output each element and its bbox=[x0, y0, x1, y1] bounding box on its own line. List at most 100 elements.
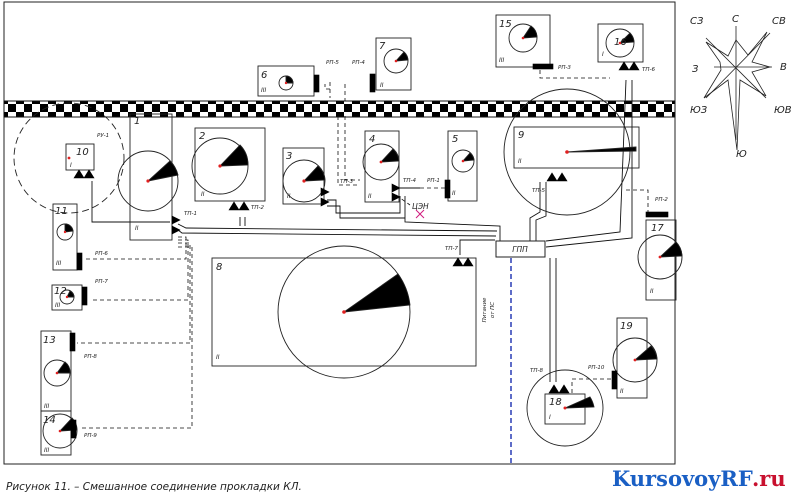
workshop-5-load-circle bbox=[451, 149, 475, 173]
workshop-9 bbox=[513, 126, 640, 169]
workshop-7-load-circle bbox=[383, 48, 409, 74]
workshop-8-center-dot bbox=[342, 310, 346, 314]
workshop-2-category: II bbox=[201, 191, 205, 198]
compass-w: З bbox=[692, 64, 699, 75]
workshop-6-center-dot bbox=[284, 81, 288, 85]
workshop-13-sector bbox=[56, 361, 71, 374]
rp10-symbol bbox=[611, 370, 618, 390]
rp3-symbol bbox=[532, 63, 554, 70]
workshop-18-sector bbox=[564, 396, 595, 409]
compass-e: В bbox=[780, 62, 787, 73]
rp8-label: РП-8 bbox=[84, 354, 97, 360]
workshop-17-sector bbox=[658, 241, 683, 258]
workshop-7 bbox=[375, 37, 412, 91]
workshop-12-number: 12 bbox=[54, 286, 67, 297]
workshop-13-category: III bbox=[44, 403, 50, 410]
rp8-symbol bbox=[69, 332, 76, 352]
compass-s: Ю bbox=[736, 149, 747, 160]
workshop-10-category: I bbox=[70, 162, 72, 169]
workshop-4-sector bbox=[379, 148, 400, 163]
workshop-16-category: I bbox=[602, 51, 604, 58]
workshop-8-sector bbox=[342, 273, 411, 313]
workshop-5-category: II bbox=[452, 190, 456, 197]
rp4-label: РП-4 bbox=[352, 60, 365, 66]
workshop-categories: II II II II II III II II II I III III II… bbox=[44, 51, 654, 454]
rp9-symbol bbox=[70, 419, 77, 439]
site-boundary bbox=[3, 1, 676, 465]
main-substation-label: ГПП bbox=[512, 245, 528, 254]
rp4-symbol bbox=[369, 73, 376, 93]
rp5-label: РП-5 bbox=[326, 60, 339, 66]
workshop-8-load-circle bbox=[277, 245, 411, 379]
workshop-1-center-dot bbox=[146, 179, 150, 183]
workshop-9-center-dot bbox=[565, 150, 569, 154]
tp8-label: ТП-8 bbox=[530, 368, 543, 374]
workshop-1 bbox=[129, 113, 173, 241]
rp1-symbol bbox=[444, 179, 451, 199]
workshop-4-center-dot bbox=[379, 160, 383, 164]
workshop-4 bbox=[364, 130, 400, 203]
tp1-label: ТП-1 bbox=[184, 211, 197, 217]
rp10-label: РП-10 bbox=[588, 365, 605, 371]
workshop-12-sector bbox=[66, 290, 75, 298]
workshop-1-number: 1 bbox=[134, 116, 140, 127]
workshop-15-load-circle bbox=[508, 23, 538, 53]
workshop-16-center-dot bbox=[618, 41, 622, 45]
workshop-2-sector bbox=[218, 144, 249, 167]
workshop-9-category: II bbox=[518, 158, 522, 165]
rp7-symbol bbox=[81, 286, 88, 306]
rp9-label: РП-9 bbox=[84, 433, 97, 439]
workshop-13-number: 13 bbox=[43, 335, 56, 346]
workshop-8 bbox=[211, 257, 477, 367]
figure-caption: Рисунок 11. – Смешанное соединение прокл… bbox=[6, 481, 302, 493]
workshop-5-sector bbox=[461, 152, 475, 162]
workshop-18 bbox=[544, 393, 586, 425]
road bbox=[3, 100, 676, 118]
workshop-17-number: 17 bbox=[651, 223, 664, 234]
workshop-2-center-dot bbox=[218, 164, 222, 168]
workshop-5-number: 5 bbox=[452, 134, 458, 145]
workshop-19-load-circle bbox=[612, 337, 658, 383]
workshop-9-sector bbox=[566, 146, 637, 153]
mains-supply-text: Питание от ПС bbox=[482, 297, 496, 322]
workshop-3-load-circle bbox=[282, 159, 326, 203]
rp6-symbol bbox=[76, 252, 83, 271]
workshop-17-category: II bbox=[650, 288, 654, 295]
workshop-15 bbox=[495, 14, 551, 68]
compass-ne: СВ bbox=[772, 16, 786, 27]
rp1-label: РП-1 bbox=[427, 178, 440, 184]
workshop-16-sector bbox=[618, 32, 635, 44]
workshop-2-number: 2 bbox=[199, 131, 205, 142]
tp3-label: ТП-3 bbox=[340, 179, 353, 185]
tp2-symbol bbox=[228, 201, 250, 211]
workshop-8-category: II bbox=[216, 354, 220, 361]
workshop-17 bbox=[645, 219, 677, 301]
compass-labels: С СВ В ЮВ Ю ЮЗ З СЗ bbox=[690, 14, 792, 160]
workshop-12-center-dot bbox=[65, 295, 69, 299]
workshop-19-category: II bbox=[620, 388, 624, 395]
workshop-19-number: 19 bbox=[620, 321, 633, 332]
workshop-10-number: 10 bbox=[76, 147, 89, 158]
tp8-symbol bbox=[548, 384, 570, 394]
workshop-10-zone bbox=[13, 102, 125, 214]
compass-se: ЮВ bbox=[774, 105, 792, 116]
workshop-18-load-circle bbox=[526, 369, 604, 447]
workshop-1-sector bbox=[146, 160, 179, 182]
workshop-2 bbox=[194, 127, 266, 202]
workshop-7-center-dot bbox=[394, 59, 398, 63]
emergency-cross-icon bbox=[415, 209, 425, 219]
workshop-16-number: 16 bbox=[614, 37, 627, 48]
wind-rose-polygon bbox=[703, 31, 772, 151]
workshop-11-number: 11 bbox=[55, 206, 68, 217]
workshop-7-sector bbox=[394, 51, 409, 62]
workshop-14-center-dot bbox=[58, 429, 62, 433]
workshop-19-sector bbox=[633, 345, 658, 361]
substation-symbols bbox=[69, 61, 669, 439]
rp2-symbol bbox=[645, 211, 669, 218]
workshop-18-category: I bbox=[549, 414, 551, 421]
rp3-label: РП-3 bbox=[558, 65, 571, 71]
workshop-5-center-dot bbox=[461, 159, 465, 163]
workshop-15-category: III bbox=[499, 57, 505, 64]
workshop-17-center-dot bbox=[658, 255, 662, 259]
